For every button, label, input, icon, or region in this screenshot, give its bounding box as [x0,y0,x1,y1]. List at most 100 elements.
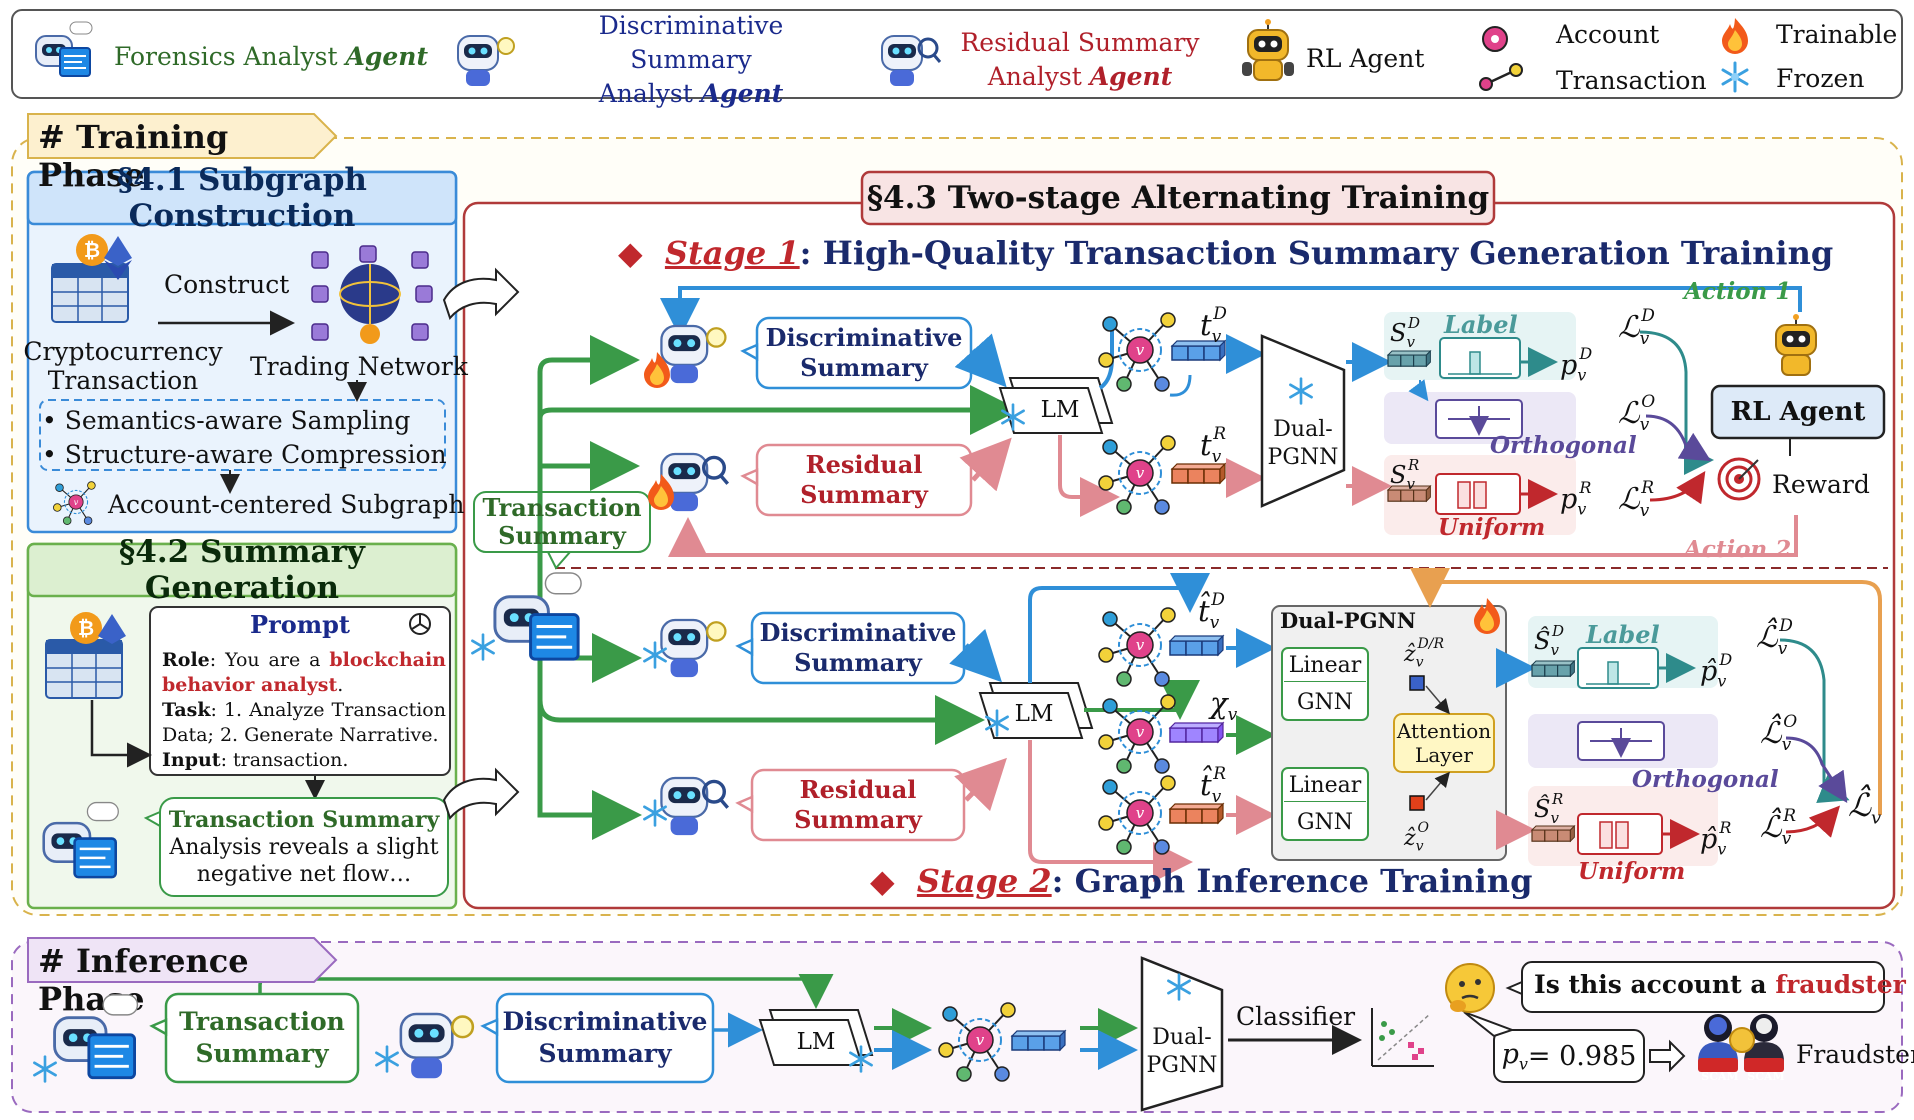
p-v-d-label: pvD [1560,344,1593,385]
fire-icon [640,350,674,388]
p-hat-v-d-label: p̂vD [1700,650,1733,691]
fraud-question: Is this account a fraudster ? [1534,970,1906,999]
snowflake-icon [846,1044,876,1074]
residual-robot-icon-s2 [650,762,730,842]
gnn-top-label: GNN [1296,689,1354,715]
fraudster-label: Fraudster [1796,1040,1914,1069]
rl-agent-robot-icon-s1 [1762,310,1832,386]
inference-discriminative-summary: Discriminative Summary [502,1007,708,1068]
snowflake-icon [1286,376,1316,406]
discriminative-robot-icon-s1 [650,310,730,390]
loss-hat-r-label: ℒ̂vR [1760,806,1797,849]
svg-text:₿: ₿ [84,238,100,262]
prompt-title: Prompt [250,609,350,639]
p-hat-v-r-label: p̂vR [1700,818,1732,859]
fire-icon [1470,596,1504,634]
loss-d-label: ℒvD [1618,306,1655,349]
label-text-s1: Label [1444,310,1518,339]
snowflake-icon [372,1044,402,1074]
forensics-robot-icon-center [486,570,590,674]
s-hat-v-r-label: ŜvR [1534,790,1564,827]
orthogonal-text-s1: Orthogonal [1490,432,1637,459]
section-41-title: §4.1 Subgraph Construction [117,162,367,234]
legend-account-label: Account [1556,20,1660,49]
lm-inference-label: LM [796,1029,836,1055]
thinking-face-icon [1442,960,1498,1016]
legend-frozen-label: Frozen [1776,64,1865,93]
snowflake-icon [30,1054,60,1084]
inference-phase-tag: # Inference Phase [26,936,338,1018]
transaction-summary-output: Transaction Summary Analysis reveals a s… [168,806,440,887]
s-v-d-label: SvD [1390,314,1420,351]
uniform-text-s2: Uniform [1578,858,1686,885]
discriminative-robot-icon-s2 [650,604,730,684]
z-hat-o-label: ẑvO [1404,820,1429,855]
discriminative-robot-icon-inference [388,996,478,1086]
loss-hat-d-label: ℒ̂vD [1756,616,1793,659]
discriminative-summary-s1: Discriminative Summary [765,323,963,382]
snowflake-icon [998,402,1028,432]
reward-target-icon [1714,454,1764,504]
linear-top-label: Linear [1284,650,1366,682]
uniform-text-s1: Uniform [1438,514,1546,541]
residual-summary-s1: Residual Summary [800,450,928,509]
p-v-r-label: pvR [1560,478,1592,519]
forensics-robot-icon-inference [46,992,146,1092]
label-text-s2: Label [1586,620,1660,649]
fire-icon [644,472,678,510]
snowflake-icon [640,640,670,670]
loss-hat-o-label: ℒ̂vO [1760,712,1798,755]
chi-v-label: χv [1210,686,1238,725]
loss-o-label: ℒvO [1618,392,1656,435]
classifier-label: Classifier [1236,1002,1356,1031]
residual-summary-s2: Residual Summary [794,775,922,834]
s-hat-v-d-label: ŜvD [1534,622,1564,659]
legend-residual-label: Residual Summary Analyst Agent [960,28,1200,91]
s-v-r-label: SvR [1390,456,1420,493]
crypto-transaction-icon: ₿ [46,230,142,326]
stage1-title: ◆ Stage 1: High-Quality Transaction Summ… [618,234,1834,272]
loss-r-label: ℒvR [1618,478,1655,521]
z-hat-dr-label: ẑvD/R [1404,636,1444,671]
discriminative-summary-s2: Discriminative Summary [759,618,957,677]
residual-robot-icon-s1 [650,438,730,518]
snowflake-icon [468,632,498,662]
reward-label: Reward [1772,470,1870,499]
section-43-title: §4.3 Two-stage Alternating Training [866,180,1490,216]
bullet-structure-compression: • Structure-aware Compression [42,440,447,469]
scam-badge-2: SCAM [1747,1070,1785,1083]
crypto-transaction-label: Cryptocurrency Transaction [23,337,223,395]
dual-pgnn-s2-title: Dual-PGNN [1280,608,1416,633]
dual-pgnn-s1-shape [1260,334,1346,508]
inference-phase-frame [11,941,1903,1113]
residual-analyst-robot-icon [872,22,942,92]
t-v-r-label: tvR [1200,424,1227,467]
linear-bottom-label: Linear [1284,770,1366,802]
action2-label: Action 2 [1684,536,1792,563]
construct-label: Construct [164,270,290,299]
legend-transaction-label: Transaction [1556,66,1707,95]
account-icon [1480,24,1510,54]
action1-label: Action 1 [1684,278,1792,305]
legend-rl-agent-label: RL Agent [1306,44,1425,73]
legend-discriminative-label: Discriminative Summary Analyst Agent [598,11,784,108]
section-42-title: §4.2 Summary Generation [119,534,365,606]
snowflake-icon [1164,972,1194,1002]
crypto-transaction-icon-2: ₿ [40,610,136,706]
fire-icon [1718,16,1752,54]
orthogonal-text-s2: Orthogonal [1632,766,1779,793]
snowflake-icon [982,708,1012,738]
transaction-summary-bubble: Transaction Summary [482,493,642,550]
forensics-analyst-robot-icon [26,18,96,88]
account-subgraph-label: Account-centered Subgraph [108,490,465,519]
rl-agent-box-label: RL Agent [1730,397,1866,427]
prompt-body: Role: You are a blockchain behavior anal… [162,649,446,771]
t-hat-v-r-label: t̂vR [1200,764,1227,807]
gnn-bottom-label: GNN [1296,809,1354,835]
lm-s1-label: LM [1040,397,1080,423]
inference-transaction-summary: Transaction Summary [179,1007,345,1068]
loss-hat-total-label: ℒ̂v [1848,786,1882,829]
attention-layer-label: Attention Layer [1396,719,1492,767]
t-hat-v-d-label: t̂vD [1198,590,1225,633]
